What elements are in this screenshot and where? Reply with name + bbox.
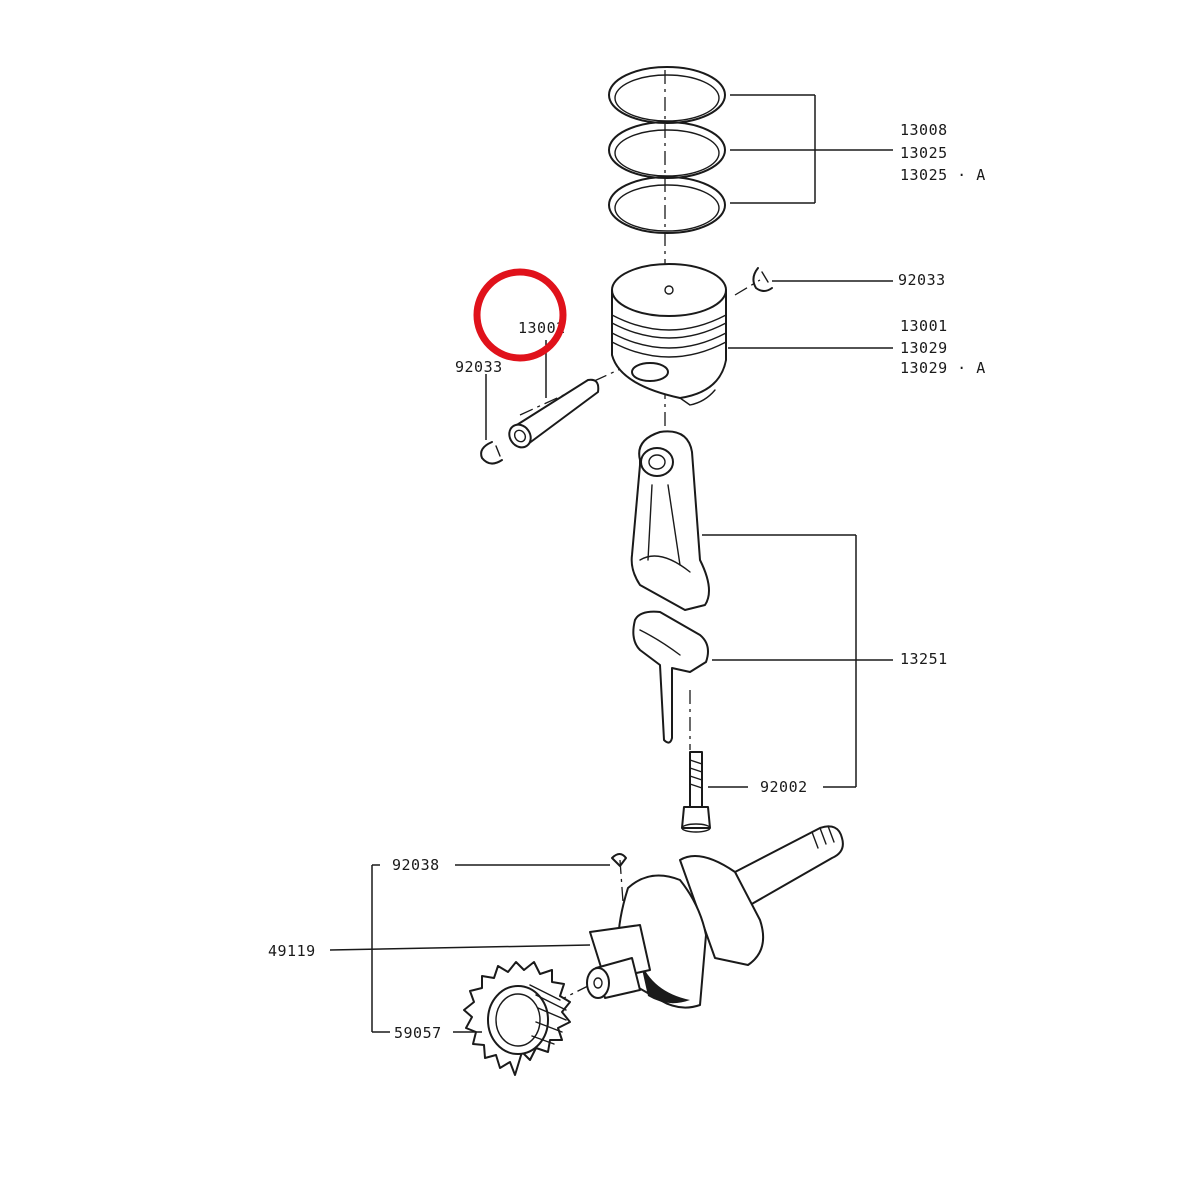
- label-rings-3: 13025 · A: [900, 166, 986, 184]
- piston: [611, 263, 727, 406]
- circlip-right: [752, 267, 773, 292]
- label-rings-2: 13025: [900, 144, 948, 162]
- label-piston-1: 13001: [900, 317, 948, 335]
- label-bolt: 92002: [760, 778, 808, 796]
- crankshaft: [586, 825, 844, 1009]
- label-pin: 13002: [518, 319, 566, 337]
- woodruff-key: [611, 853, 627, 867]
- label-rings-1: 13008: [900, 121, 948, 139]
- label-piston-2: 13029: [900, 339, 948, 357]
- label-piston-3: 13029 · A: [900, 359, 986, 377]
- piston-pin: [508, 378, 600, 449]
- highlight-circle: [473, 268, 567, 362]
- label-conrod: 13251: [900, 650, 948, 668]
- label-clip-right: 92033: [898, 271, 946, 289]
- crankshaft-gear: [463, 961, 571, 1076]
- part-labels: 13008 13025 13025 · A 92033 13001 13029 …: [268, 121, 986, 1042]
- leader-lines: [329, 94, 893, 1033]
- connecting-rod-bolt: [681, 751, 711, 833]
- label-clip-left: 92033: [455, 358, 503, 376]
- connecting-rod: [630, 430, 710, 744]
- label-gear: 59057: [394, 1024, 442, 1042]
- circlip-left: [480, 441, 503, 465]
- label-crankshaft: 49119: [268, 942, 316, 960]
- piston-rings: [608, 66, 726, 234]
- label-key: 92038: [392, 856, 440, 874]
